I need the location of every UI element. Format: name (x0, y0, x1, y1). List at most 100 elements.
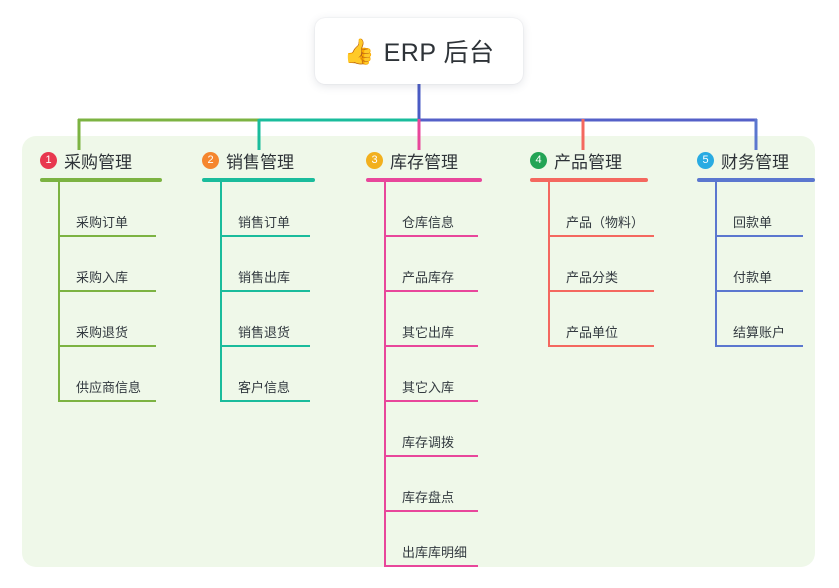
subitem-underline (384, 510, 478, 512)
category-badge-icon: 1 (40, 151, 57, 169)
subitem-label: 产品（物料） (566, 215, 645, 230)
thumbs-up-icon: 👍 (343, 36, 375, 66)
subitem[interactable]: 仓库信息 (384, 182, 482, 237)
subitem-label: 采购退货 (76, 325, 129, 340)
diagram-panel (22, 136, 815, 567)
subitem-list: 采购订单采购入库采购退货供应商信息 (40, 182, 162, 402)
category-title: 库存管理 (390, 152, 458, 172)
branch-trunk-line (384, 182, 386, 567)
subitem-underline (220, 290, 310, 292)
category-column-5: 5 财务管理回款单付款单结算账户 (697, 148, 815, 347)
branch-trunk-line (715, 182, 717, 347)
subitem-list: 回款单付款单结算账户 (697, 182, 815, 347)
subitem-underline (220, 235, 310, 237)
category-underline (697, 178, 815, 182)
subitem-label: 销售出库 (238, 270, 291, 285)
category-title: 财务管理 (721, 152, 789, 172)
subitem-underline (58, 345, 156, 347)
subitem[interactable]: 库存调拨 (384, 402, 482, 457)
subitem-label: 客户信息 (238, 380, 291, 395)
subitem-underline (220, 345, 310, 347)
subitem[interactable]: 回款单 (715, 182, 815, 237)
branch-trunk-line (220, 182, 222, 402)
branch-trunk-line (58, 182, 60, 402)
subitem-list: 产品（物料） 产品分类产品单位 (530, 182, 654, 347)
subitem[interactable]: 结算账户 (715, 292, 815, 347)
subitem[interactable]: 产品单位 (548, 292, 654, 347)
category-column-1: 1 采购管理采购订单采购入库采购退货供应商信息 (40, 148, 162, 402)
subitem-label: 销售退货 (238, 325, 291, 340)
branch-trunk-line (548, 182, 550, 347)
category-underline (40, 178, 162, 182)
subitem-underline (384, 565, 478, 567)
category-badge-icon: 2 (202, 151, 219, 169)
subitem[interactable]: 出库库明细 (384, 512, 482, 567)
subitem[interactable]: 库存盘点 (384, 457, 482, 512)
subitem-underline (548, 345, 654, 347)
subitem-label: 供应商信息 (76, 380, 142, 395)
subitem-underline (58, 400, 156, 402)
category-underline (366, 178, 482, 182)
category-header-3[interactable]: 3 库存管理 (366, 148, 482, 172)
subitem-underline (715, 290, 803, 292)
subitem-list: 销售订单销售出库销售退货客户信息 (202, 182, 315, 402)
category-title: 采购管理 (64, 152, 132, 172)
root-node[interactable]: 👍 ERP 后台 (315, 18, 523, 84)
subitem[interactable]: 产品库存 (384, 237, 482, 292)
subitem-underline (384, 455, 478, 457)
subitem-label: 产品分类 (566, 270, 619, 285)
subitem-label: 采购订单 (76, 215, 129, 230)
subitem-label: 产品单位 (566, 325, 619, 340)
subitem-underline (548, 290, 654, 292)
subitem[interactable]: 采购订单 (58, 182, 162, 237)
subitem[interactable]: 客户信息 (220, 347, 315, 402)
subitem-label: 出库库明细 (402, 545, 468, 560)
subitem[interactable]: 其它出库 (384, 292, 482, 347)
subitem-underline (220, 400, 310, 402)
subitem-underline (58, 235, 156, 237)
subitem-label: 仓库信息 (402, 215, 455, 230)
subitem[interactable]: 销售出库 (220, 237, 315, 292)
category-header-1[interactable]: 1 采购管理 (40, 148, 162, 172)
subitem-label: 销售订单 (238, 215, 291, 230)
subitem-list: 仓库信息产品库存其它出库其它入库库存调拨库存盘点出库库明细 (366, 182, 482, 567)
subitem-underline (715, 235, 803, 237)
subitem-underline (384, 290, 478, 292)
category-badge-icon: 4 (530, 151, 547, 169)
category-badge-icon: 3 (366, 151, 383, 169)
category-column-3: 3 库存管理仓库信息产品库存其它出库其它入库库存调拨库存盘点出库库明细 (366, 148, 482, 567)
subitem-label: 产品库存 (402, 270, 455, 285)
subitem-underline (384, 235, 478, 237)
subitem-underline (384, 400, 478, 402)
subitem[interactable]: 产品（物料） (548, 182, 654, 237)
subitem[interactable]: 销售退货 (220, 292, 315, 347)
subitem-label: 结算账户 (733, 325, 786, 340)
subitem-label: 其它入库 (402, 380, 455, 395)
subitem-underline (715, 345, 803, 347)
category-title: 销售管理 (226, 152, 294, 172)
subitem-label: 其它出库 (402, 325, 455, 340)
subitem[interactable]: 采购入库 (58, 237, 162, 292)
category-header-2[interactable]: 2 销售管理 (202, 148, 315, 172)
subitem-label: 库存盘点 (402, 490, 455, 505)
category-badge-icon: 5 (697, 151, 714, 169)
subitem-label: 库存调拨 (402, 435, 455, 450)
category-header-5[interactable]: 5 财务管理 (697, 148, 815, 172)
subitem-label: 回款单 (733, 215, 773, 230)
subitem[interactable]: 其它入库 (384, 347, 482, 402)
subitem-underline (384, 345, 478, 347)
root-title: ERP 后台 (383, 39, 495, 67)
subitem[interactable]: 采购退货 (58, 292, 162, 347)
subitem[interactable]: 供应商信息 (58, 347, 162, 402)
subitem[interactable]: 销售订单 (220, 182, 315, 237)
category-column-2: 2 销售管理销售订单销售出库销售退货客户信息 (202, 148, 315, 402)
subitem-underline (58, 290, 156, 292)
subitem[interactable]: 付款单 (715, 237, 815, 292)
category-underline (530, 178, 648, 182)
category-underline (202, 178, 315, 182)
subitem-label: 付款单 (733, 270, 773, 285)
subitem[interactable]: 产品分类 (548, 237, 654, 292)
